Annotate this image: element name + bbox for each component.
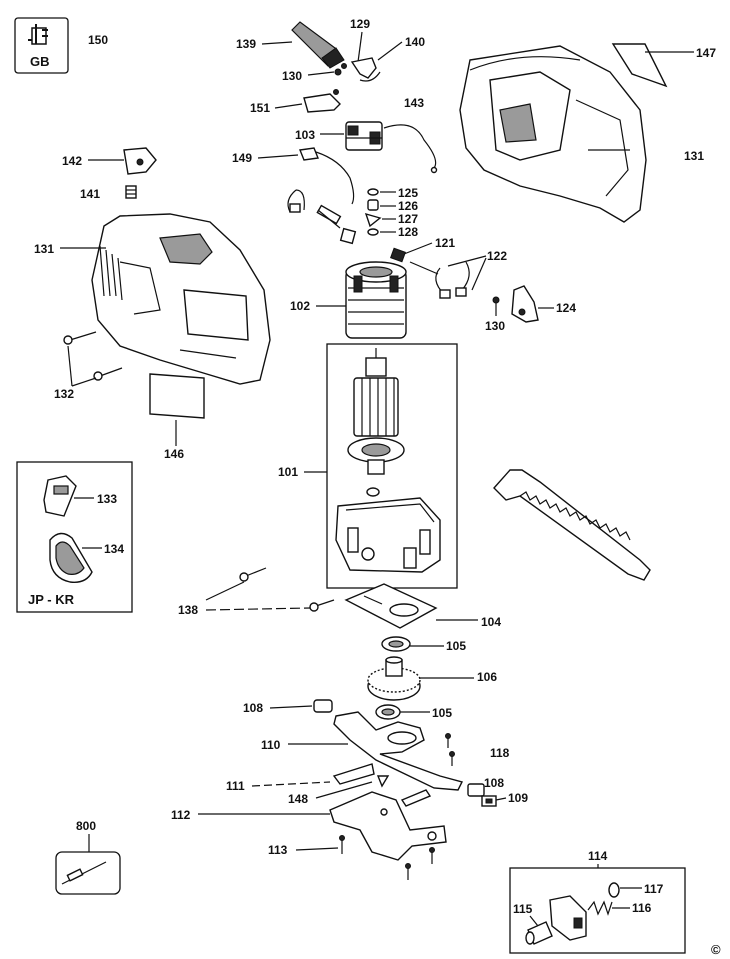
label-141: 141 bbox=[80, 187, 100, 201]
label-134: 134 bbox=[104, 542, 124, 556]
label-116: 116 bbox=[632, 901, 652, 915]
label-121: 121 bbox=[435, 236, 455, 250]
label-109: 109 bbox=[508, 791, 528, 805]
label-133: 133 bbox=[97, 492, 117, 506]
label-149: 149 bbox=[232, 151, 252, 165]
label-108b: 108 bbox=[484, 776, 504, 790]
jp-kr-label: JP - KR bbox=[28, 592, 75, 607]
part-114-assembly bbox=[525, 882, 620, 945]
label-148: 148 bbox=[288, 792, 308, 806]
part-114-box bbox=[509, 867, 686, 954]
label-140: 140 bbox=[405, 35, 425, 49]
armature bbox=[335, 348, 441, 573]
label-101: 101 bbox=[278, 465, 298, 479]
label-150: 150 bbox=[88, 33, 108, 47]
part-103-switch bbox=[345, 121, 383, 151]
plug-icon bbox=[28, 24, 48, 45]
label-131a: 131 bbox=[684, 149, 704, 163]
copyright-mark: © bbox=[711, 942, 721, 957]
part-132-screws bbox=[63, 331, 123, 381]
label-117: 117 bbox=[644, 882, 664, 896]
part-112-plate bbox=[329, 791, 447, 861]
label-108a: 108 bbox=[243, 701, 263, 715]
label-114: 114 bbox=[588, 849, 608, 863]
gb-label: GB bbox=[30, 54, 50, 69]
part-139-cord-guard bbox=[291, 21, 345, 69]
label-130a: 130 bbox=[282, 69, 302, 83]
label-138: 138 bbox=[178, 603, 198, 617]
label-111: 111 bbox=[226, 779, 245, 793]
label-143: 143 bbox=[404, 96, 424, 110]
label-106: 106 bbox=[477, 670, 497, 684]
label-129: 129 bbox=[350, 17, 370, 31]
label-113: 113 bbox=[268, 843, 288, 857]
label-112: 112 bbox=[171, 808, 191, 822]
label-146: 146 bbox=[164, 447, 184, 461]
label-130b: 130 bbox=[485, 319, 505, 333]
label-147: 147 bbox=[696, 46, 716, 60]
label-103: 103 bbox=[295, 128, 315, 142]
label-122: 122 bbox=[487, 249, 507, 263]
part-102-field-stator bbox=[345, 261, 407, 339]
label-118: 118 bbox=[490, 746, 510, 760]
label-128: 128 bbox=[398, 225, 418, 239]
part-131-left-housing bbox=[91, 213, 271, 385]
label-151: 151 bbox=[250, 101, 270, 115]
saw-blade-icon bbox=[493, 469, 651, 581]
label-115: 115 bbox=[513, 902, 533, 916]
label-124: 124 bbox=[556, 301, 576, 315]
label-102: 102 bbox=[290, 299, 310, 313]
part-110-yoke bbox=[333, 711, 464, 791]
label-125: 125 bbox=[398, 186, 418, 200]
label-139: 139 bbox=[236, 37, 256, 51]
label-126: 126 bbox=[398, 199, 418, 213]
part-106-gear bbox=[367, 656, 421, 701]
label-142: 142 bbox=[62, 154, 82, 168]
label-131b: 131 bbox=[34, 242, 54, 256]
label-110: 110 bbox=[261, 738, 281, 752]
label-105b: 105 bbox=[432, 706, 452, 720]
jp-kr-box bbox=[16, 461, 133, 613]
label-104: 104 bbox=[481, 615, 501, 629]
parts-125-128 bbox=[364, 188, 382, 236]
label-800: 800 bbox=[76, 819, 96, 833]
label-105a: 105 bbox=[446, 639, 466, 653]
label-132: 132 bbox=[54, 387, 74, 401]
part-800-box bbox=[55, 851, 121, 895]
gb-plug-box: GB bbox=[14, 17, 69, 74]
part-131-right-housing bbox=[459, 45, 647, 223]
label-127: 127 bbox=[398, 212, 418, 226]
